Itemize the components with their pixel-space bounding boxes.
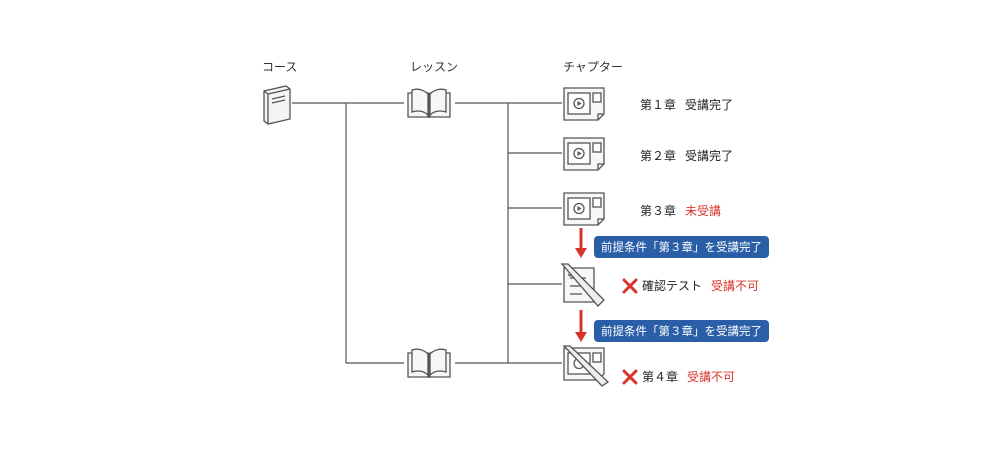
chapter-label-3: 第３章 未受講: [640, 202, 721, 219]
prerequisite-banner: 前提条件「第３章」を受講完了: [594, 236, 769, 258]
down-arrow-icon: [575, 310, 587, 342]
chapter-label-4: 第４章 受講不可: [622, 368, 735, 385]
cross-mark-icon: [622, 369, 638, 384]
test-icon[interactable]: [556, 262, 608, 308]
chapter-name: 第１章: [640, 98, 677, 112]
prerequisite-banner: 前提条件「第３章」を受講完了: [594, 320, 769, 342]
video-chapter-icon[interactable]: [562, 136, 608, 172]
test-name: 確認テスト: [642, 279, 703, 293]
chapter-label-1: 第１章 受講完了: [640, 96, 733, 113]
open-book-icon[interactable]: [404, 87, 454, 121]
chapter-status: 受講不可: [687, 370, 736, 384]
test-status: 受講不可: [711, 279, 760, 293]
header-course: コース: [262, 60, 298, 74]
chapter-name: 第２章: [640, 149, 677, 163]
video-chapter-icon[interactable]: [562, 191, 608, 227]
chapter-label-2: 第２章 受講完了: [640, 147, 733, 164]
test-label: 確認テスト 受講不可: [622, 277, 759, 294]
chapter-name: 第４章: [642, 370, 679, 384]
video-chapter-icon[interactable]: [562, 86, 608, 122]
chapter-name: 第３章: [640, 204, 677, 218]
down-arrow-icon: [575, 228, 587, 258]
header-chapter: チャプター: [563, 60, 623, 74]
book-icon[interactable]: [258, 83, 294, 127]
chapter-status: 受講完了: [685, 98, 734, 112]
open-book-icon[interactable]: [404, 347, 454, 381]
video-chapter-icon[interactable]: [560, 344, 612, 388]
chapter-status: 受講完了: [685, 149, 734, 163]
chapter-status: 未受講: [685, 204, 722, 218]
cross-mark-icon: [622, 278, 638, 293]
header-lesson: レッスン: [410, 60, 459, 74]
